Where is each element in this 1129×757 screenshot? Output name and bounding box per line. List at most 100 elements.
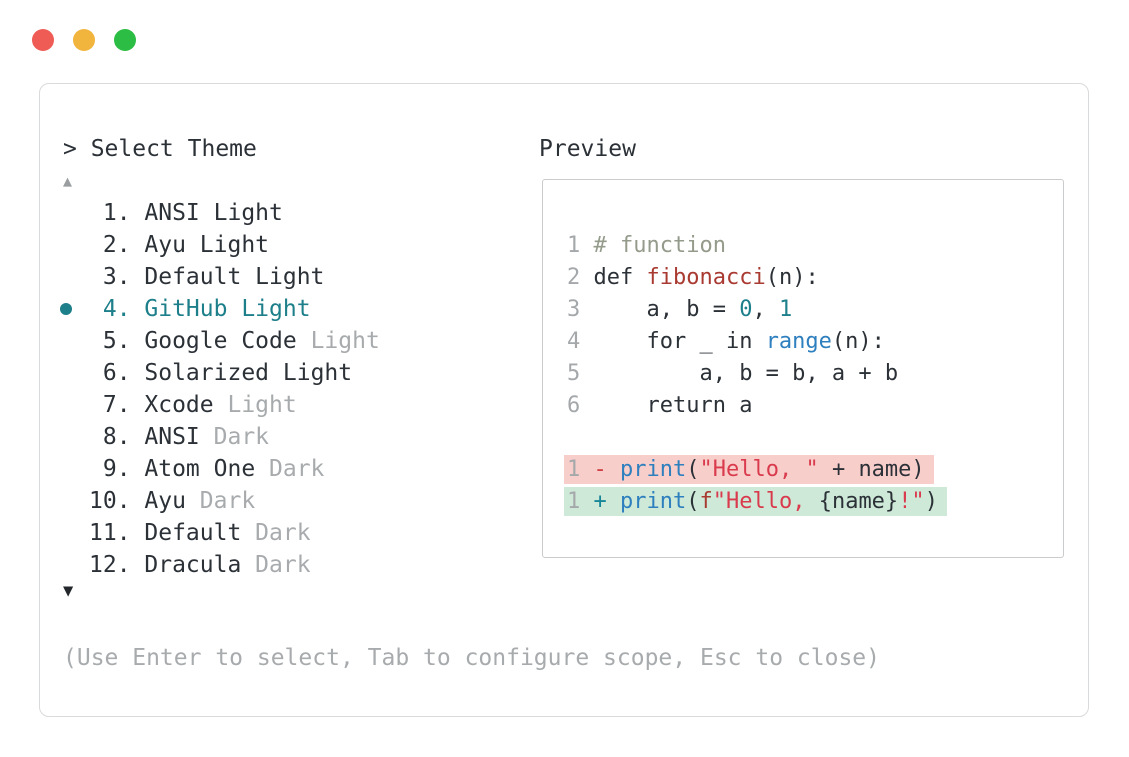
theme-item-variant: Light <box>282 360 353 386</box>
line-number: 2 <box>567 265 594 290</box>
theme-item-name: Ayu <box>144 232 200 258</box>
minimize-button[interactable] <box>73 29 95 51</box>
theme-item-name: Ayu <box>144 488 200 514</box>
theme-item-name: Dracula <box>144 552 256 578</box>
code-token-builtin: print <box>620 457 687 482</box>
code-token-builtin: print <box>620 489 687 514</box>
theme-item-dracula-dark[interactable]: 12. Dracula Dark <box>89 549 380 581</box>
code-line: 3 a, b = 0, 1 <box>567 294 792 326</box>
theme-item-number: 4. <box>89 296 145 322</box>
code-line: 2 def fibonacci(n): <box>567 262 819 294</box>
select-theme-title: > Select Theme <box>63 136 257 162</box>
theme-item-ansi-dark[interactable]: 8. ANSI Dark <box>89 421 380 453</box>
theme-item-variant: Light <box>199 232 270 258</box>
theme-item-variant: Light <box>227 392 297 418</box>
diff-line-removed: 1 - print("Hello, " + name) <box>564 455 934 484</box>
theme-item-number: 3. <box>89 264 145 290</box>
code-token-plus: + <box>593 489 620 514</box>
diff-line-added: 1 + print(f"Hello, {name}!") <box>564 487 947 516</box>
theme-item-name: Solarized <box>144 360 283 386</box>
theme-item-ayu-light[interactable]: 2. Ayu Light <box>89 229 380 261</box>
theme-item-variant: Light <box>255 264 325 290</box>
code-token-text: ( <box>686 457 700 482</box>
code-token-minus: - <box>593 457 620 482</box>
scroll-up-icon[interactable]: ▲ <box>63 172 73 190</box>
theme-item-name: Atom One <box>144 456 270 482</box>
selected-item-bullet <box>60 303 72 315</box>
traffic-lights <box>32 29 136 51</box>
code-token-number: 1 <box>778 297 793 322</box>
close-button[interactable] <box>32 29 54 51</box>
theme-item-variant: Dark <box>255 520 311 546</box>
code-token-text: for _ in <box>593 329 766 354</box>
line-number: 1 <box>567 457 594 482</box>
code-token-text: (n): <box>765 265 819 290</box>
theme-item-variant: Dark <box>255 552 311 578</box>
theme-item-number: 2. <box>89 232 145 258</box>
line-number: 4 <box>567 329 594 354</box>
theme-item-google-code-light[interactable]: 5. Google Code Light <box>89 325 380 357</box>
theme-item-number: 7. <box>89 392 145 418</box>
code-token-text: a, b = b, a + b <box>593 361 899 386</box>
theme-item-github-light[interactable]: 4. GitHub Light <box>89 293 380 325</box>
theme-item-variant: Dark <box>213 424 270 450</box>
keyboard-hint: (Use Enter to select, Tab to configure s… <box>63 645 880 671</box>
code-token-text: a, b = <box>593 297 740 322</box>
theme-picker-window: > Select Theme Preview ▲ 1. ANSI Light 2… <box>39 83 1089 717</box>
code-token-string: "Hello, " <box>699 457 819 482</box>
theme-item-name: GitHub <box>144 296 242 322</box>
code-line: 4 for _ in range(n): <box>567 326 885 358</box>
theme-item-variant: Dark <box>269 456 325 482</box>
theme-item-number: 12. <box>89 552 145 578</box>
theme-item-number: 8. <box>89 424 145 450</box>
theme-item-number: 10. <box>89 488 145 514</box>
theme-item-name: Default <box>144 264 256 290</box>
theme-item-variant: Light <box>241 296 311 322</box>
code-token-text: (n): <box>831 329 885 354</box>
theme-item-default-light[interactable]: 3. Default Light <box>89 261 380 293</box>
code-token-number: 0 <box>739 297 753 322</box>
code-line: 1 # function <box>567 230 726 262</box>
code-token-string: !" <box>898 489 925 514</box>
scroll-down-icon[interactable]: ▼ <box>63 581 74 601</box>
theme-item-default-dark[interactable]: 11. Default Dark <box>89 517 380 549</box>
theme-item-number: 11. <box>89 520 145 546</box>
code-token-comment: # function <box>593 233 726 258</box>
theme-list: 1. ANSI Light 2. Ayu Light 3. Default Li… <box>89 197 380 581</box>
code-line: 6 return a <box>567 390 752 422</box>
theme-item-name: Google Code <box>144 328 311 354</box>
theme-item-xcode-light[interactable]: 7. Xcode Light <box>89 389 380 421</box>
preview-title: Preview <box>539 136 636 162</box>
theme-item-number: 5. <box>89 328 145 354</box>
theme-item-name: Default <box>144 520 256 546</box>
code-token-text: , <box>752 297 779 322</box>
diff-highlight-added: 1 + print(f"Hello, {name}!") <box>564 487 947 516</box>
theme-item-number: 1. <box>89 200 145 226</box>
theme-item-number: 9. <box>89 456 145 482</box>
theme-item-name: ANSI <box>144 200 214 226</box>
code-token-function: f <box>699 489 713 514</box>
line-number: 5 <box>567 361 594 386</box>
code-token-text: return a <box>593 393 753 418</box>
theme-item-variant: Dark <box>199 488 256 514</box>
code-token-string: "Hello, <box>712 489 819 514</box>
code-token-builtin: range <box>765 329 832 354</box>
theme-item-atom-one-dark[interactable]: 9. Atom One Dark <box>89 453 380 485</box>
theme-item-name: ANSI <box>144 424 214 450</box>
code-token-text: def <box>593 265 647 290</box>
theme-item-variant: Light <box>213 200 283 226</box>
code-token-text: {name} <box>818 489 899 514</box>
code-line: 5 a, b = b, a + b <box>567 358 898 390</box>
line-number: 3 <box>567 297 594 322</box>
code-token-text: ( <box>686 489 700 514</box>
diff-highlight-removed: 1 - print("Hello, " + name) <box>564 455 934 484</box>
theme-item-solarized-light[interactable]: 6. Solarized Light <box>89 357 380 389</box>
code-token-text: ) <box>924 489 938 514</box>
code-token-text: + name) <box>818 457 925 482</box>
theme-item-ansi-light[interactable]: 1. ANSI Light <box>89 197 380 229</box>
zoom-button[interactable] <box>114 29 136 51</box>
theme-item-ayu-dark[interactable]: 10. Ayu Dark <box>89 485 380 517</box>
theme-item-name: Xcode <box>144 392 228 418</box>
